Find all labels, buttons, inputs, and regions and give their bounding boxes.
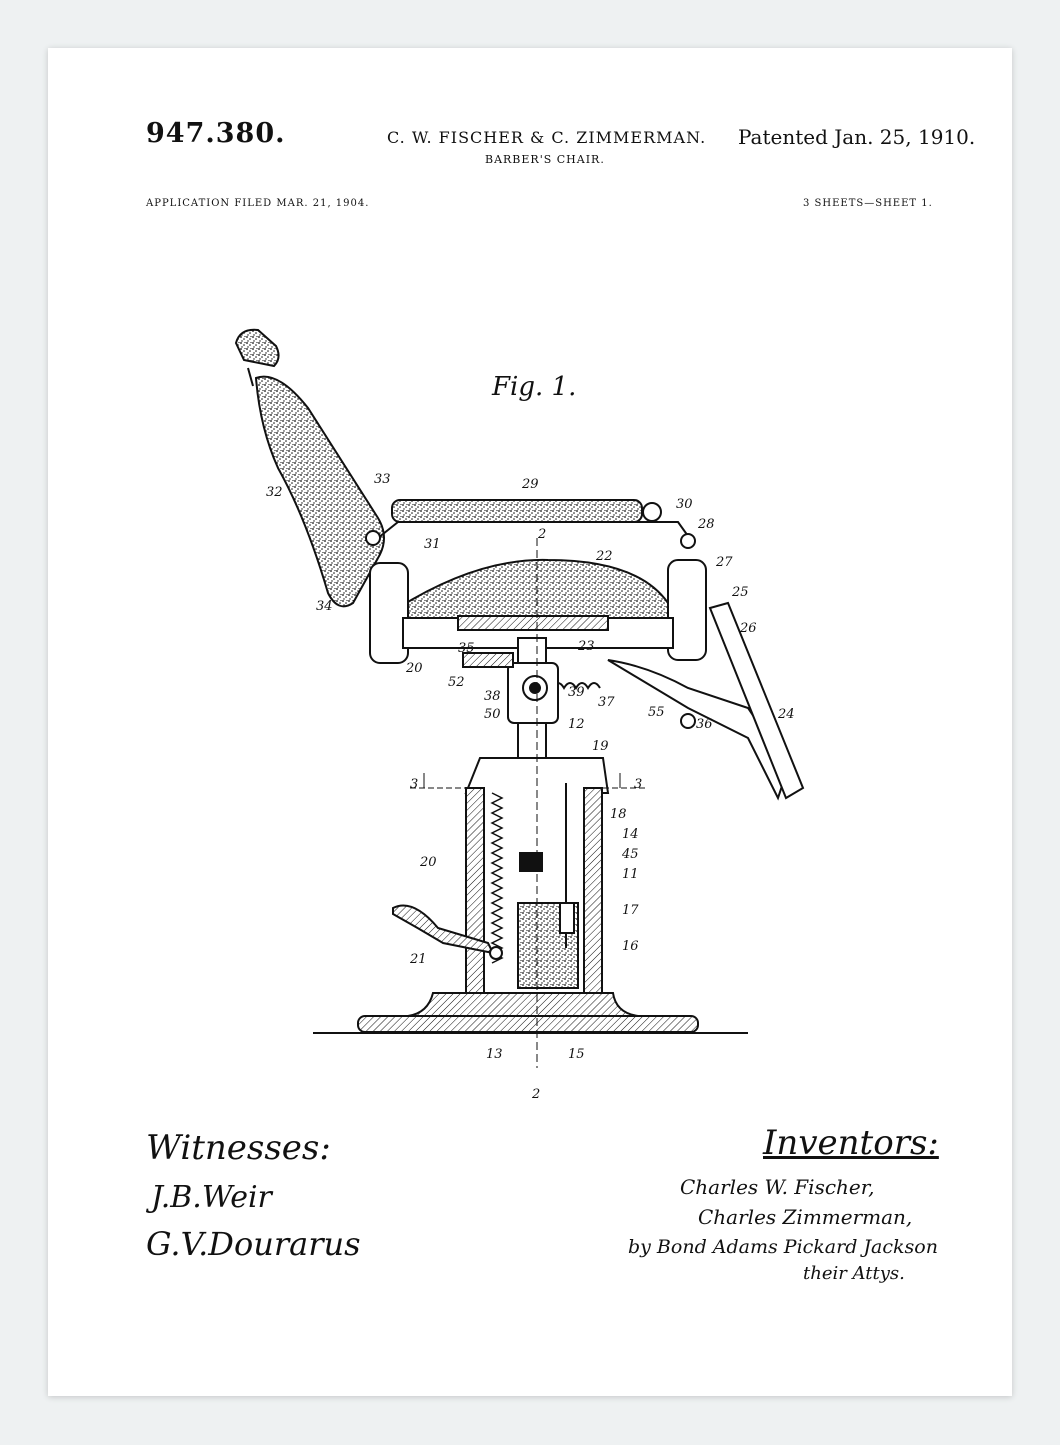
patent-title: BARBER'S CHAIR.	[485, 153, 605, 166]
ref-number: 33	[374, 472, 391, 487]
ref-number: 36	[696, 717, 713, 732]
ref-number: 2	[531, 1087, 540, 1102]
base-plate	[357, 1015, 699, 1033]
inventor-names-header: C. W. FISCHER & C. ZIMMERMAN.	[387, 128, 707, 147]
armrest	[391, 499, 643, 523]
ref-number: 30	[676, 497, 693, 512]
attorneys-note: their Attys.	[803, 1263, 905, 1284]
ref-number: 45	[621, 847, 639, 862]
ref-number: 2	[537, 527, 546, 542]
witnesses-label: Witnesses:	[146, 1128, 331, 1168]
attorneys-signature: by Bond Adams Pickard Jackson	[628, 1236, 938, 1258]
reference-numbers: 32 33 29 30 28 27 25 26 31 2 22 34 20 35…	[266, 472, 795, 1102]
application-filed: APPLICATION FILED MAR. 21, 1904.	[146, 198, 370, 209]
witness-signature: G.V.Dourarus	[146, 1225, 361, 1263]
ref-number: 16	[622, 939, 639, 954]
ref-number: 21	[409, 952, 427, 967]
patent-number: 947.380.	[146, 118, 286, 149]
ref-number: 13	[486, 1047, 503, 1062]
ref-number: 18	[610, 807, 627, 822]
footrest	[708, 601, 805, 800]
ref-number: 3	[634, 777, 642, 792]
ref-number: 14	[622, 827, 639, 842]
seat-cushion	[397, 558, 669, 625]
ref-number: 27	[715, 555, 733, 570]
patent-sheet: 947.380. C. W. FISCHER & C. ZIMMERMAN. B…	[48, 48, 1012, 1396]
ref-number: 22	[595, 549, 613, 564]
ref-number: 50	[484, 707, 501, 722]
ref-number: 20	[405, 661, 423, 676]
ref-number: 12	[568, 717, 585, 732]
ref-number: 55	[648, 705, 665, 720]
ref-number: 23	[577, 639, 595, 654]
ref-number: 25	[731, 585, 749, 600]
ref-number: 3	[410, 777, 418, 792]
witness-signature: J.B.Weir	[151, 1180, 272, 1215]
ref-number: 37	[598, 695, 615, 710]
ref-number: 39	[568, 685, 585, 700]
ref-number: 34	[316, 599, 333, 614]
ref-number: 38	[484, 689, 501, 704]
ref-number: 29	[521, 477, 539, 492]
figure-label: Fig. 1.	[492, 372, 577, 402]
headrest	[234, 328, 280, 368]
ref-number: 19	[592, 739, 609, 754]
ref-number: 35	[458, 641, 475, 656]
backrest	[254, 375, 385, 608]
ref-number: 24	[777, 707, 795, 722]
ref-number: 28	[697, 517, 715, 532]
ref-number: 15	[568, 1047, 585, 1062]
ref-number: 11	[622, 867, 639, 882]
inventor-signature: Charles W. Fischer,	[680, 1175, 875, 1199]
inventors-label: Inventors:	[763, 1123, 939, 1163]
ref-number: 31	[424, 537, 441, 552]
ref-number: 17	[622, 903, 639, 918]
ref-number: 26	[739, 621, 757, 636]
spring	[490, 792, 504, 964]
inventor-signature: Charles Zimmerman,	[698, 1205, 913, 1229]
patented-date: Patented Jan. 25, 1910.	[738, 125, 976, 149]
barber-chair-drawing: 32 33 29 30 28 27 25 26 31 2 22 34 20 35…	[234, 328, 805, 1102]
sheet-count: 3 SHEETS—SHEET 1.	[803, 198, 933, 209]
ref-number: 20	[419, 855, 437, 870]
ref-number: 32	[266, 485, 283, 500]
ref-number: 52	[448, 675, 465, 690]
